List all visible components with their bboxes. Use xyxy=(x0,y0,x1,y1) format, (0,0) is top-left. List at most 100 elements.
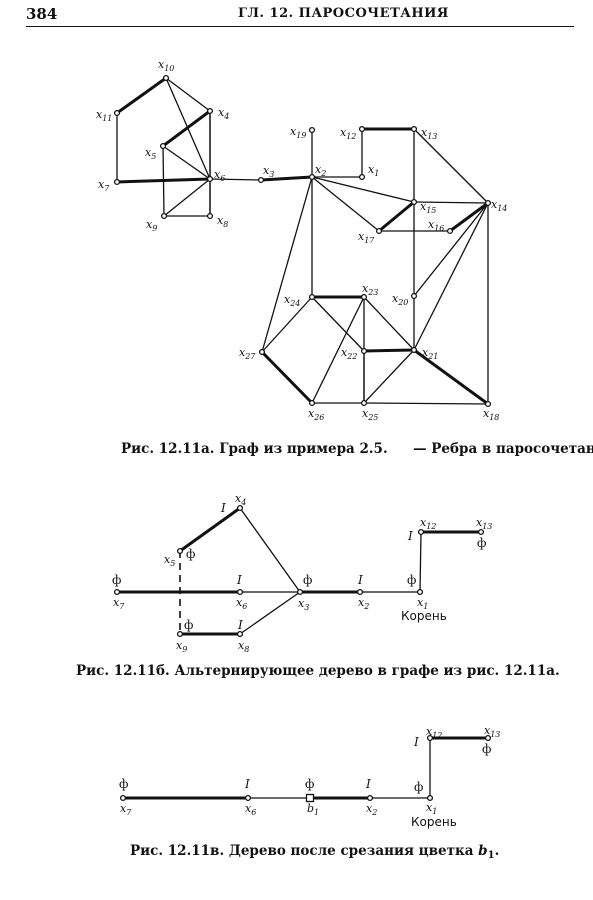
caption-fig-c-var: b xyxy=(478,843,488,859)
a-label-sub-x26: 26 xyxy=(313,413,324,422)
a-vertex-x8 xyxy=(206,212,214,220)
a-edge-x25-x18 xyxy=(363,402,489,405)
a-vertex-x22 xyxy=(360,347,368,355)
a-vertex-x5 xyxy=(159,142,167,150)
a-label-sub-x2: 2 xyxy=(320,169,326,178)
a-edge-x14-x20 xyxy=(413,202,489,297)
b-mark-x7: ф xyxy=(112,573,121,587)
caption-fig-a-text: Граф из примера 2.5. xyxy=(219,441,388,457)
c-vertex-x6 xyxy=(244,794,252,802)
b-vertex-x4 xyxy=(236,504,244,512)
b-vertex-x7 xyxy=(113,588,121,596)
a-vertex-x12 xyxy=(358,125,366,133)
a-label-sub-x24: 24 xyxy=(289,299,300,308)
a-label-x9: x9 xyxy=(146,218,157,233)
caption-fig-c-text: Дерево после срезания цветка xyxy=(228,843,474,859)
c-label-sub-x2: 2 xyxy=(371,808,377,817)
b-edge-x1-x12 xyxy=(419,531,422,593)
a-vertex-x13 xyxy=(410,125,418,133)
a-label-sub-x11: 11 xyxy=(102,114,112,123)
a-edge-x16-x14-matched xyxy=(449,201,489,233)
b-edge-x4-x5-matched xyxy=(179,506,241,553)
a-label-sub-x12: 12 xyxy=(346,132,356,141)
c-mark-x7: ф xyxy=(119,777,128,791)
a-edge-x2-x17 xyxy=(311,176,380,232)
b-edge-x4-x3 xyxy=(239,507,301,593)
a-edge-x23-x21 xyxy=(363,296,415,351)
c-label-x6: x6 xyxy=(245,802,256,817)
a-label-sub-x22: 22 xyxy=(346,352,357,361)
c-root-label: Корень xyxy=(411,815,457,829)
a-label-sub-x27: 27 xyxy=(244,352,256,361)
b-label-sub-x5: 5 xyxy=(170,559,175,568)
a-vertex-x26 xyxy=(308,399,316,407)
a-edge-x10-x4 xyxy=(165,77,211,112)
caption-fig-a-number: Рис. 12.11а. xyxy=(121,441,215,457)
a-label-sub-x16: 16 xyxy=(434,224,444,233)
a-vertex-x16 xyxy=(446,227,454,235)
b-mark-x3: ф xyxy=(303,573,312,587)
b-mark-x5: ф xyxy=(186,547,195,561)
a-vertex-x14 xyxy=(484,199,492,207)
b-label-sub-x1: 1 xyxy=(423,602,428,611)
a-edge-x15-x14 xyxy=(413,201,489,204)
a-vertex-x24 xyxy=(308,293,316,301)
a-vertex-x2 xyxy=(308,173,316,181)
a-label-x2: x2 xyxy=(315,163,326,178)
a-label-sub-x14: 14 xyxy=(497,204,507,213)
c-label-sub-x1: 1 xyxy=(432,807,437,816)
c-label-sub-x6: 6 xyxy=(251,808,256,817)
c-label-sub-b1: 1 xyxy=(314,808,319,817)
b-mark-x9: ф xyxy=(184,618,193,632)
a-label-sub-x6: 6 xyxy=(220,174,225,183)
c-vertex-b1 xyxy=(305,793,315,803)
a-edge-x5-x6 xyxy=(162,145,211,180)
a-vertex-x10 xyxy=(162,74,170,82)
b-label-sub-x3: 3 xyxy=(304,603,309,612)
b-label-sub-x4: 4 xyxy=(240,498,246,507)
a-edge-x2-x27 xyxy=(261,176,313,353)
caption-fig-c-number: Рис. 12.11в. xyxy=(130,843,225,859)
caption-fig-c: Рис. 12.11в. Дерево после срезания цветк… xyxy=(130,843,499,861)
a-edge-x23-x26 xyxy=(311,296,365,404)
a-vertex-x25 xyxy=(360,399,368,407)
c-vertex-x7 xyxy=(119,794,127,802)
a-label-sub-x9: 9 xyxy=(152,224,157,233)
figure-12-11b-tree: x4Ix5фx7фx6Ix3фx2Ix1фx12Ix13фx9фx8IКорен… xyxy=(112,492,492,654)
a-edge-x6-x9 xyxy=(163,178,211,217)
b-edge-x8-x3 xyxy=(239,591,301,635)
a-edge-x4-x5-matched xyxy=(162,109,211,148)
caption-fig-c-sub: 1 xyxy=(487,850,495,861)
b-vertex-x8 xyxy=(236,630,244,638)
b-label-x6: x6 xyxy=(236,596,247,611)
a-label-sub-x1: 1 xyxy=(374,169,379,178)
c-label-x12: x12 xyxy=(426,725,442,740)
caption-fig-b-number: Рис. 12.11б. xyxy=(76,663,170,679)
a-edge-x7-x6-matched xyxy=(116,177,211,184)
b-root-label: Корень xyxy=(401,609,447,623)
a-label-sub-x8: 8 xyxy=(223,220,228,229)
c-mark-x13: ф xyxy=(482,742,491,756)
a-vertex-x4 xyxy=(206,107,214,115)
page-header: 384 ГЛ. 12. ПАРОСОЧЕТАНИЯ xyxy=(26,4,574,27)
c-mark-x1: ф xyxy=(414,780,423,794)
running-head: ГЛ. 12. ПАРОСОЧЕТАНИЯ xyxy=(238,6,449,21)
a-edge-x21-x18-matched xyxy=(413,348,489,406)
b-mark-x2: I xyxy=(357,573,363,587)
legend-matching-text: Ребра в паросочетании. xyxy=(431,441,593,457)
a-label-sub-x18: 18 xyxy=(489,413,499,422)
a-edge-x24-x22 xyxy=(311,296,365,352)
a-label-sub-x4: 4 xyxy=(223,112,229,121)
a-vertex-x23 xyxy=(360,293,368,301)
a-vertex-x19 xyxy=(308,126,316,134)
b-label-x2: x2 xyxy=(358,596,369,611)
a-edge-x2-x15 xyxy=(311,176,415,203)
a-label-sub-x21: 21 xyxy=(427,352,438,361)
b-mark-x4: I xyxy=(220,501,226,515)
caption-fig-a: Рис. 12.11а. Граф из примера 2.5. — Ребр… xyxy=(121,441,593,457)
a-edge-x15-x17-matched xyxy=(378,200,415,233)
a-vertex-x20 xyxy=(410,292,418,300)
b-mark-x6: I xyxy=(236,573,242,587)
caption-fig-c-end: . xyxy=(494,843,500,859)
b-vertex-x1 xyxy=(416,588,424,596)
